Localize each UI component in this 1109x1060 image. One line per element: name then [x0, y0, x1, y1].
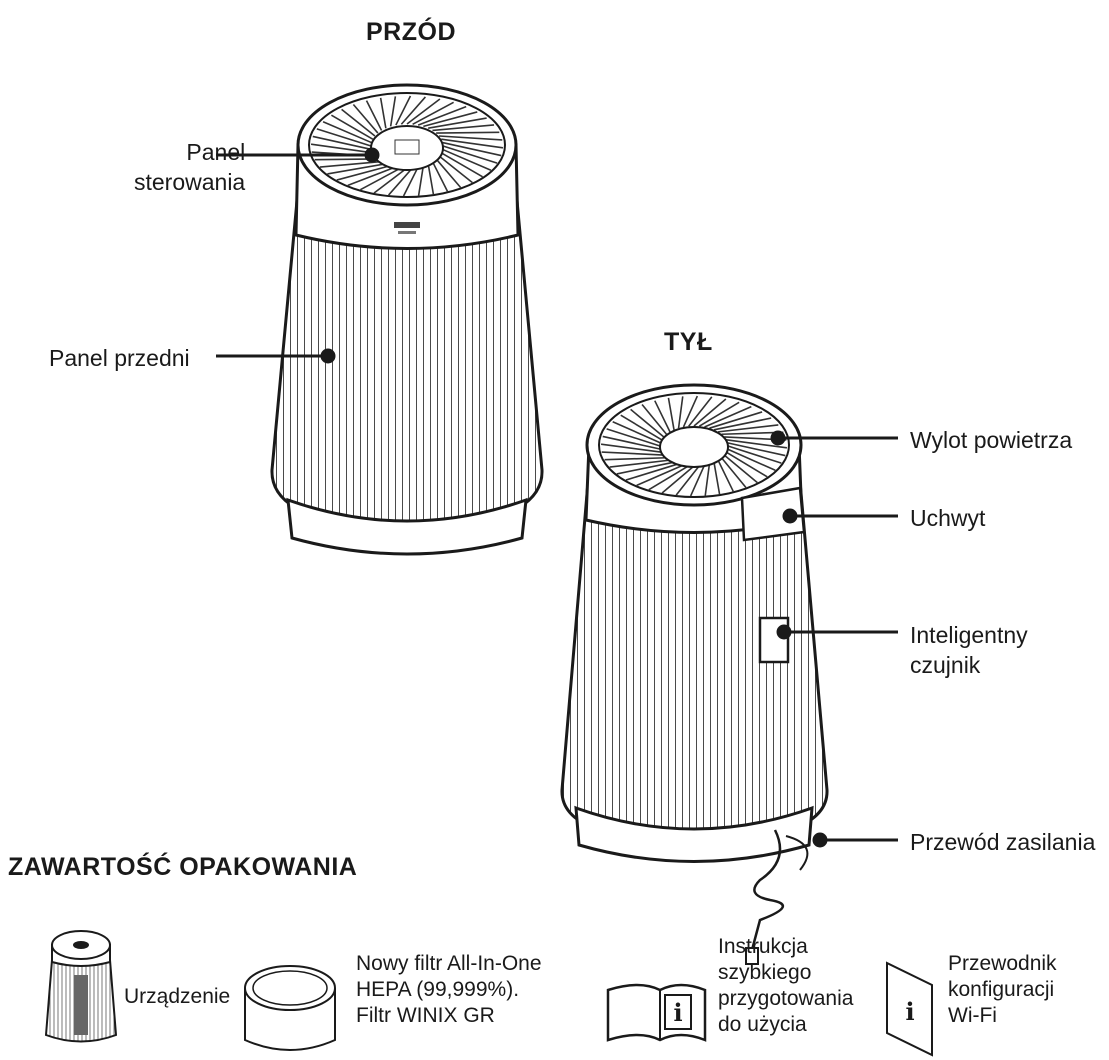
package-item-quickstart: Instrukcja szybkiego przygotowania do uż…: [718, 935, 854, 1036]
package-title: ZAWARTOŚĆ OPAKOWANIA: [8, 853, 358, 881]
fan-blade: [601, 451, 664, 456]
handle-label: Uchwyt: [910, 505, 986, 531]
fan-blade: [609, 459, 671, 468]
fan-blade: [432, 124, 495, 132]
filter-icon: [244, 965, 336, 1051]
fan-blade: [693, 398, 727, 427]
front-panel-label: Panel przedni: [49, 345, 190, 371]
smart-sensor-label: Inteligentny czujnik: [910, 622, 1028, 678]
fan-blade: [698, 401, 740, 427]
fan-blade: [417, 105, 467, 126]
fan-blade: [620, 414, 663, 441]
fan-blade: [440, 152, 483, 178]
fan-blade: [442, 141, 502, 157]
fan-blade: [336, 164, 391, 181]
power-cord-label: Przewód zasilania: [910, 829, 1096, 855]
fan-blade: [423, 111, 478, 128]
fan-blade: [438, 155, 473, 184]
fan-blade: [682, 395, 699, 428]
svg-text:i: i: [905, 997, 914, 1026]
fan-blade: [310, 143, 373, 154]
fan-blade: [604, 456, 667, 461]
front-title: PRZÓD: [366, 18, 456, 46]
fan-blade: [316, 128, 372, 147]
fan-blade: [661, 465, 695, 494]
fan-blade: [689, 464, 706, 497]
fan-blade: [727, 442, 786, 457]
fan-blade: [641, 404, 668, 435]
fan-blade: [352, 104, 379, 134]
fan-blade: [713, 417, 772, 431]
fan-blade: [636, 464, 684, 487]
fan-blade: [704, 463, 711, 496]
fan-blade: [379, 97, 387, 129]
fan-blade: [331, 114, 374, 140]
fan-blade: [602, 435, 661, 450]
fan-blade: [688, 396, 713, 427]
fan-blade: [428, 117, 487, 129]
fan-blade: [675, 465, 700, 496]
fan-blade: [600, 443, 662, 453]
fan-blade: [606, 428, 661, 447]
back-purifier: [560, 383, 829, 965]
package-item-filter: Nowy filtr All-In-One HEPA (99,999%). Fi…: [356, 952, 542, 1027]
fan-blade: [727, 445, 782, 464]
air-outlet-label: Wylot powietrza: [910, 427, 1073, 453]
front-purifier: [270, 83, 544, 556]
fan-blade: [347, 166, 397, 187]
fan-blade: [312, 135, 372, 151]
fan-blade: [327, 163, 386, 175]
fan-blade: [402, 166, 419, 197]
fan-blade: [319, 160, 382, 168]
fan-blade: [322, 120, 372, 144]
fan-blade: [389, 96, 397, 127]
fan-blade: [417, 165, 425, 196]
fan-blade: [677, 396, 684, 429]
fan-blade: [709, 411, 763, 429]
fan-blade: [435, 158, 462, 188]
purifier-icon: [44, 930, 118, 1043]
book-info-icon: i: [606, 983, 707, 1042]
fan-blade: [713, 462, 721, 495]
fan-blade: [341, 108, 376, 137]
fan-blade: [436, 131, 500, 134]
fan-blade: [727, 448, 776, 472]
fan-blade: [612, 420, 661, 444]
fan-blade: [725, 451, 768, 478]
fan-blade: [431, 161, 449, 192]
fan-blade: [723, 454, 758, 484]
fan-blade: [387, 167, 414, 196]
fan-blade: [654, 400, 671, 433]
fan-blade: [442, 145, 498, 164]
fan-blade: [720, 457, 747, 488]
fan-blade: [427, 163, 435, 195]
fan-blade: [373, 167, 408, 194]
fan-blade: [400, 96, 427, 125]
svg-text:i: i: [673, 998, 682, 1027]
fan-blade: [395, 95, 412, 126]
fan-blade: [648, 465, 690, 491]
fan-blade: [630, 408, 665, 438]
fan-blade: [406, 98, 441, 125]
fan-blade: [704, 405, 752, 428]
package-item-device: Urządzenie: [124, 985, 231, 1008]
fan-blade: [625, 463, 679, 481]
fan-blade: [365, 100, 383, 131]
fan-blade: [360, 167, 402, 191]
back-title: TYŁ: [664, 328, 713, 356]
fan-blade: [441, 138, 504, 149]
fan-blade: [439, 135, 503, 141]
leader-lines: [216, 147, 898, 848]
wifi-guide-icon: i: [886, 961, 933, 1057]
fan-blade: [726, 439, 788, 449]
package-item-wifi-guide: Przewodnik konfiguracji Wi-Fi: [948, 952, 1057, 1027]
fan-blade: [442, 148, 492, 172]
fan-blade: [717, 424, 779, 433]
fan-blade: [667, 397, 675, 430]
fan-blade: [412, 101, 454, 125]
control-panel-label: Panel sterowania: [134, 139, 246, 195]
fan-blade: [616, 461, 675, 475]
fan-blade: [717, 459, 734, 492]
